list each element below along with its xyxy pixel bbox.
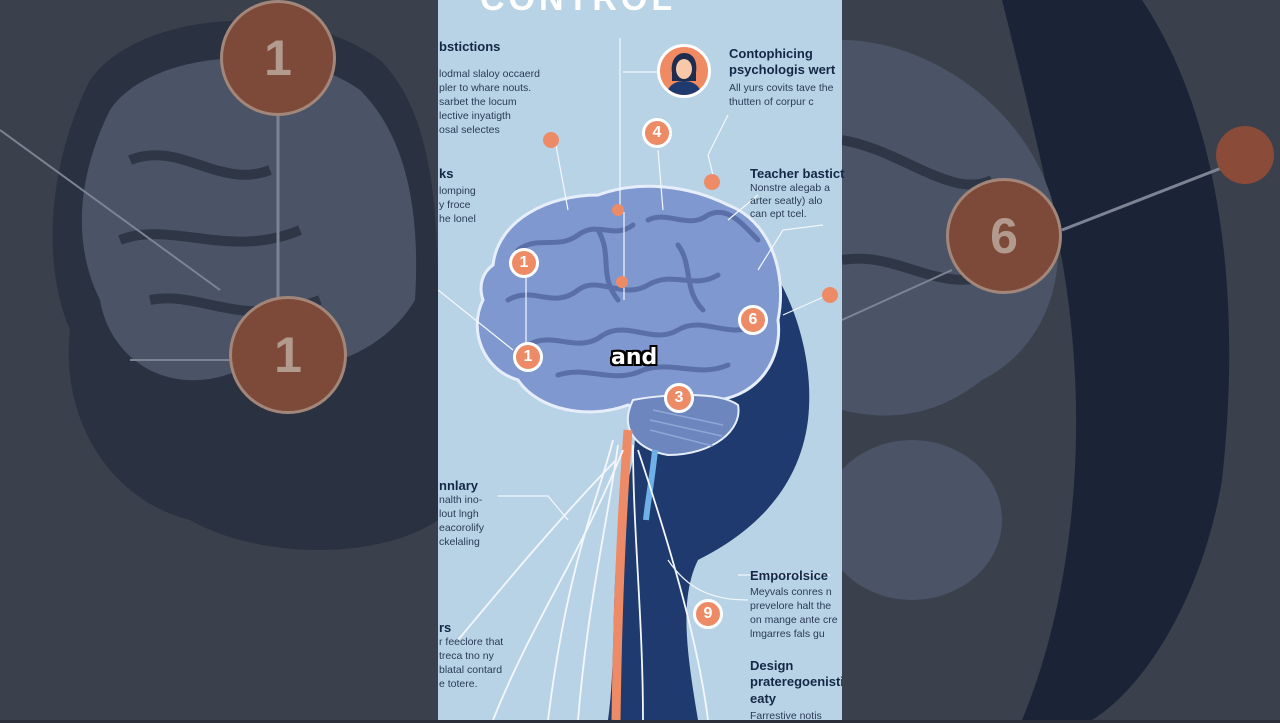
connector-dot (616, 276, 628, 288)
callout-text: lout lngh (439, 508, 479, 520)
callout-text: ckelaling (439, 536, 480, 548)
callout-text: eacorolify (439, 522, 484, 534)
callout-heading-6: Emporolsice (750, 568, 829, 583)
callout-text: blatal contard (439, 664, 503, 676)
badge-number-6: 6 (738, 305, 768, 335)
badge-number-1-bottom: 1 (513, 342, 543, 372)
callout-heading-5: nnlary (439, 478, 479, 493)
callout-text: thutten of corpur c (729, 96, 814, 108)
callout-text: nalth ino- (439, 494, 483, 506)
bg-badge-1: 1 (220, 0, 336, 116)
callout-text: pler to whare nouts. (439, 82, 532, 94)
subtitle-caption: and (611, 345, 658, 370)
callout-text: Farrestive notis (750, 710, 822, 722)
callout-text: lomping (439, 185, 476, 197)
badge-number-3: 3 (664, 383, 694, 413)
callout-text: prevelore halt the (750, 600, 832, 612)
callout-text: sarbet the locum (439, 96, 517, 108)
callout-heading-4: Teacher bastict (750, 166, 845, 181)
callout-text: treca tno ny (439, 650, 494, 662)
connector-dot (612, 204, 624, 216)
callout-text: Meyvals conres n (750, 586, 832, 598)
callout-text: Nonstre alegab a (750, 182, 830, 194)
bg-badge-2: 1 (229, 296, 347, 414)
connector-dot (704, 174, 720, 190)
badge-number-4: 4 (642, 118, 672, 148)
title-fragment: CONTROL (480, 0, 676, 21)
callout-heading-2: ks (439, 166, 454, 181)
bg-badge-6: 6 (946, 178, 1062, 294)
callout-text: can ept tcel. (750, 208, 807, 220)
callout-text: he lonel (439, 213, 476, 225)
callout-text: r feeclore that (439, 636, 504, 648)
callout-text: lmgarres fals gu (750, 628, 825, 640)
callout-text: osal selectes (439, 124, 500, 136)
callout-text: All yurs covits tave the (729, 82, 834, 94)
callout-text: arter seatly) alo (750, 195, 823, 207)
callout-text: y froce (439, 199, 471, 211)
callout-text: lodmal slaloy occaerd (439, 68, 540, 80)
callout-heading-7: rs (439, 620, 452, 635)
callout-text: e totere. (439, 678, 478, 690)
callout-text: lective inyatigth (439, 110, 511, 122)
callout-heading-8: Design prateregoenisti eaty (750, 658, 842, 706)
connector-dot (822, 287, 838, 303)
callout-heading-1: bstictions (439, 39, 501, 54)
bg-dot (1216, 126, 1274, 184)
background-left-blur: 1 1 (0, 0, 438, 720)
callout-heading-3: Contophicing psychologis wert (729, 46, 836, 78)
badge-number-9: 9 (693, 599, 723, 629)
connector-dot (543, 132, 559, 148)
badge-number-1-top: 1 (509, 248, 539, 278)
background-right-blur: 6 (842, 0, 1280, 720)
callout-text: on mange ante cre (750, 614, 838, 626)
psychologist-avatar-icon (657, 44, 711, 98)
